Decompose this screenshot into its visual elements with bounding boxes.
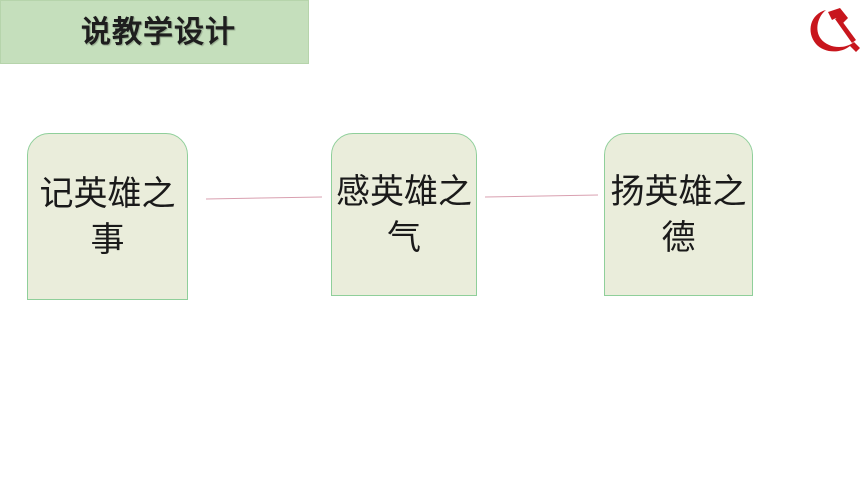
- node-record-deeds: 记英雄之事: [27, 133, 188, 300]
- node-label: 记英雄之事: [39, 173, 176, 260]
- node-promote-virtue: 扬英雄之德: [604, 133, 753, 296]
- connector-line-2: [484, 194, 599, 198]
- connector-line-1: [205, 196, 323, 200]
- node-label: 感英雄之气: [336, 171, 472, 258]
- node-feel-spirit: 感英雄之气: [331, 133, 477, 296]
- hammer-sickle-icon: [810, 8, 860, 52]
- page-title: 说教学设计: [81, 15, 236, 50]
- node-label: 扬英雄之德: [610, 171, 747, 258]
- title-banner: 说教学设计: [0, 0, 309, 64]
